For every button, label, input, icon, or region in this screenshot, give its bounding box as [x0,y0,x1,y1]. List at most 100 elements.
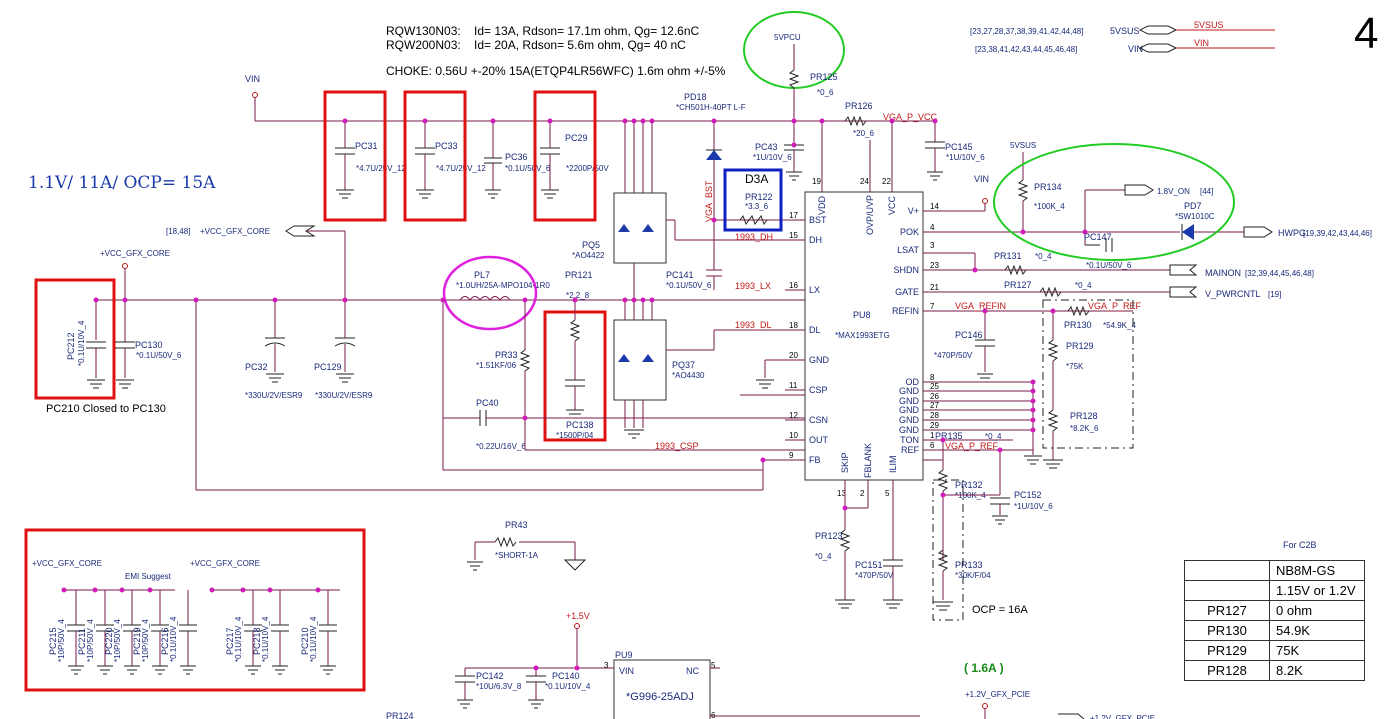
pq5-val: *AO4422 [572,251,605,260]
pr127-ref: PR127 [1004,280,1032,290]
pr122-ref: PR122 [745,192,773,202]
pu8-val: *MAX1993ETG [835,331,890,340]
svg-text:*4.7U/25V_12: *4.7U/25V_12 [436,164,486,173]
ic-pin-number: 27 [930,401,939,410]
net-12v-gfx-pcie-bottom: +1.2V_GFX_PCIE [1090,714,1155,719]
pc43-val: *1U/10V_6 [753,153,792,162]
pc140-val: *0.1U/10V_4 [545,682,591,691]
net-hwpg-ref: [19,39,42,43,44,46] [1303,229,1372,238]
svg-text:*330U/2V/ESR9: *330U/2V/ESR9 [245,391,303,400]
ic-pin-name: CSN [809,415,828,425]
ic-pin-name: LSAT [897,245,919,255]
pr123-val: *0_4 [815,552,832,561]
emi-cap-ref: PC220 [104,627,114,655]
ic-pu9 [613,659,711,719]
net-5vsus-right: 5VSUS [1010,141,1036,150]
ic-pin-name: GND [899,425,920,435]
net-v-pwrcntl: V_PWRCNTL [1205,289,1261,299]
pc146-val: *470P/50V [934,351,973,360]
highlight-pl7 [442,255,538,331]
pc146-ref: PC146 [955,330,983,340]
pd18-ref: PD18 [684,92,707,102]
ic-pin-name: DL [809,325,821,335]
pc151-ref: PC151 [855,560,883,570]
ic-pin-name: GND [899,386,920,396]
net-18v-on: 1.8V_ON [1157,187,1190,196]
highlight-pc212 [34,278,116,400]
ic-pin-number: 9 [789,451,794,460]
pd7-ref: PD7 [1184,201,1202,211]
table-caption: For C2B [1283,540,1317,550]
net-mainon-ref: [32,39,44,45,46,48] [1245,269,1314,278]
pr123-ref: PR123 [815,531,843,541]
ic-pin-name: OVP/UVP [865,195,875,235]
ic-pin-number: 17 [789,211,798,220]
highlight-pc29 [533,90,597,222]
pc212-val: *0.1U/10V_4 [77,320,86,366]
ic-pin-name: SHDN [893,265,919,275]
pr43-ref: PR43 [505,520,528,530]
svg-text:*2200P/50V: *2200P/50V [566,164,609,173]
pc130-val: *0.1U/50V_6 [136,351,182,360]
current-16a: ( 1.6A ) [964,661,1004,675]
pc43-ref: PC43 [755,142,778,152]
pd18-val: *CH501H-40PT L-F [676,103,746,112]
table-voltage: 1.15V or 1.2V [1269,580,1365,601]
net-mainon: MAINON [1205,268,1241,278]
cap-pc36: PC36 *0.1U/50V_6 [484,121,551,199]
ic-pin-number: 6 [930,441,935,450]
emi-cap-val: *0.1U/10V_4 [234,616,243,662]
ic-pin-name: V+ [908,206,919,216]
spec-line-3: CHOKE: 0.56U +-20% 15A(ETQP4LR56WFC) 1.6… [386,64,726,78]
net-5vsus-ref: [23,27,28,37,38,39,41,42,44,48] [970,27,1083,36]
ic-pin-name: POK [900,227,919,237]
pr33-val: *1.51KF/06 [476,361,517,370]
svg-text:6: 6 [711,711,716,719]
junction-dots [61,118,1088,671]
ic-pin-name: REF [901,445,920,455]
svg-text:PC33: PC33 [435,141,458,151]
emi-cap-ref: PC216 [160,627,170,655]
net-vin-right: VIN [974,174,989,184]
pr131-val: *0_4 [1035,252,1052,261]
ic-pu8 [804,191,924,481]
emi-cap-val: *0.1U/10V_4 [309,616,318,662]
pu9-val: *G996-25ADJ [626,691,694,703]
net-csp: 1993_CSP [655,441,699,451]
spec-line-2: RQW200N03: Id= 20A, Rdson= 5.6m ohm, Qg=… [386,38,686,52]
cap-pc129: PC129 *330U/2V/ESR9 [314,300,373,400]
svg-text:PC36: PC36 [505,152,528,162]
pr128-ref: PR128 [1070,411,1098,421]
ic-pin-number: 28 [930,411,939,420]
pr122-val: *3.3_6 [745,202,769,211]
pr125-val: *0_6 [817,88,834,97]
svg-text:PC32: PC32 [245,362,268,372]
net-hwpg: HWPG [1278,228,1306,238]
svg-text:5: 5 [711,661,716,670]
ic-pin-number: 22 [882,177,891,186]
pl7-val: *1.0UH/25A-MPO104-1R0 [456,281,550,290]
pr43-val: *SHORT-1A [495,551,539,560]
svg-text:PC29: PC29 [565,133,588,143]
pl7-ref: PL7 [474,270,490,280]
pr132-ref: PR132 [955,480,983,490]
emi-cap-val: *10P/50V_4 [141,619,150,662]
svg-text:3: 3 [604,661,609,670]
svg-text:*4.7U/25V_12: *4.7U/25V_12 [356,164,406,173]
net-5vsus-label: 5VSUS [1110,26,1140,36]
pr134-ref: PR134 [1034,182,1062,192]
pr121-ref: PR121 [565,270,593,280]
net-15v: +1.5V [566,611,590,621]
pr131-ref: PR131 [994,251,1022,261]
pc212-ref: PC212 [66,332,76,360]
ic-pin-name: FBLANK [863,443,873,478]
emi-cap-val: *0.1U/10V_4 [261,616,270,662]
pc151-val: *470P/50V [855,571,894,580]
ic-pin-number: 21 [930,283,939,292]
ic-pin-number: 18 [789,321,798,330]
svg-text:PC31: PC31 [355,141,378,151]
net-vcc-gfx-core-emi-1: +VCC_GFX_CORE [32,559,102,568]
